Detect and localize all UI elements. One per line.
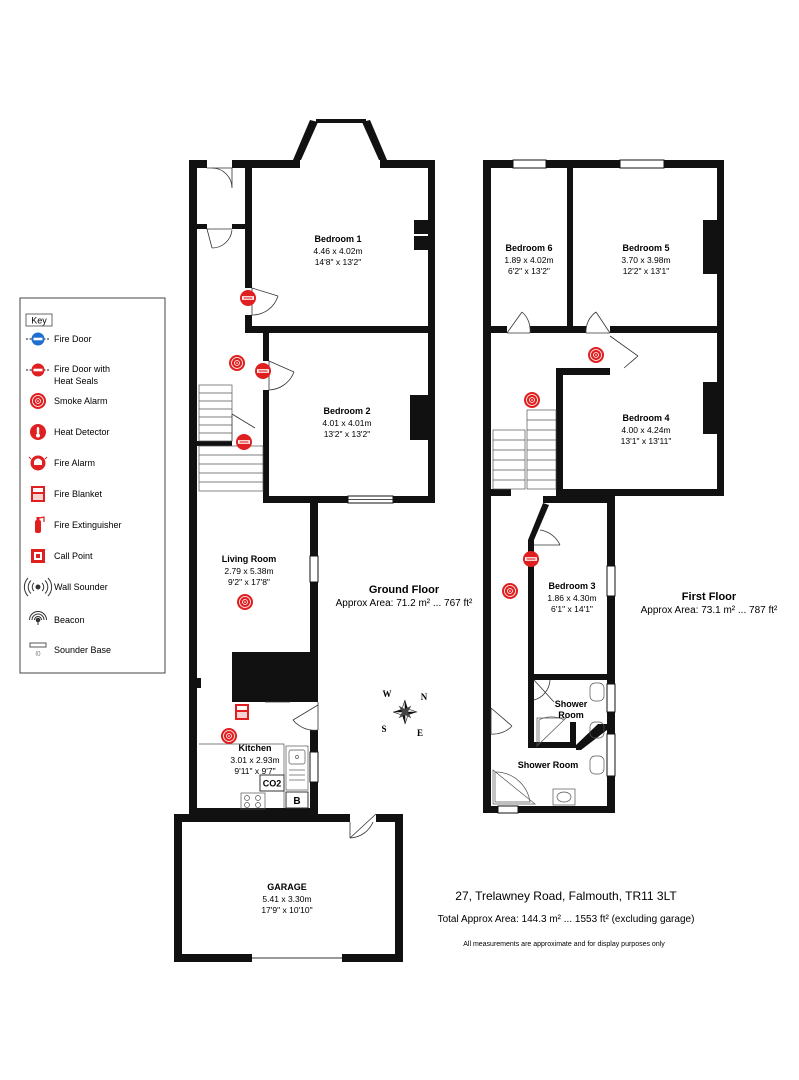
disclaimer: All measurements are approximate and for… <box>463 941 665 948</box>
smoke-alarm-icon <box>29 392 47 410</box>
first-floor-area: Approx Area: 73.1 m² ... 787 ft² <box>641 605 778 616</box>
co2-label: CO2 <box>263 779 282 789</box>
sounder-base-icon: (() <box>29 642 47 657</box>
living-smoke-alarm-icon <box>236 593 254 611</box>
bedroom3-name: Bedroom 3 <box>548 581 595 591</box>
svg-text:((): (() <box>36 651 41 657</box>
garage-imperial: 17'9" x 10'10" <box>261 905 312 915</box>
compass-e: E <box>417 728 423 738</box>
first-floor-plan <box>483 159 724 814</box>
key-label-heat-detector: Heat Detector <box>54 427 110 437</box>
key-title: Key <box>31 316 47 326</box>
compass-w: W <box>383 689 392 699</box>
bedroom3-imperial: 6'1" x 14'1" <box>551 604 593 614</box>
first-floor-title: First Floor <box>682 591 737 603</box>
bedroom6-metric: 1.89 x 4.02m <box>504 255 553 265</box>
key-label-sounder-base: Sounder Base <box>54 645 111 655</box>
kitchen-metric: 3.01 x 2.93m <box>230 755 279 765</box>
key-label-fire-alarm: Fire Alarm <box>54 458 95 468</box>
garage-name: GARAGE <box>267 882 307 892</box>
bedroom2-metric: 4.01 x 4.01m <box>322 418 371 428</box>
key-label-fire-blanket: Fire Blanket <box>54 489 103 499</box>
bedroom2-fire-door-icon <box>255 363 271 379</box>
ground-floor-plan: CO2 B <box>174 119 435 962</box>
total-area: Total Approx Area: 144.3 m² ... 1553 ft²… <box>438 914 695 925</box>
bedroom3-metric: 1.86 x 4.30m <box>547 593 596 603</box>
bedroom5-name: Bedroom 5 <box>622 243 669 253</box>
bedroom6-name: Bedroom 6 <box>505 243 552 253</box>
key-label-call-point: Call Point <box>54 551 93 561</box>
bedroom3-fire-door-icon <box>523 551 539 567</box>
boiler-label: B <box>293 796 300 807</box>
kitchen-fire-blanket-icon <box>235 704 249 720</box>
kitchen-smoke-alarm-icon <box>220 727 238 745</box>
wall-sounder-icon <box>23 577 53 597</box>
bedroom5-metric: 3.70 x 3.98m <box>621 255 670 265</box>
stair-fire-door-icon <box>236 434 252 450</box>
key-label-fire-door-heat-seals: Fire Door with <box>54 364 110 374</box>
bedroom1-name: Bedroom 1 <box>314 234 361 244</box>
bedroom4-metric: 4.00 x 4.24m <box>621 425 670 435</box>
bedroom6-imperial: 6'2" x 13'2" <box>508 266 550 276</box>
living-room-metric: 2.79 x 5.38m <box>224 566 273 576</box>
landing-smoke-alarm-icon <box>587 346 605 364</box>
stair-smoke-alarm-icon <box>523 391 541 409</box>
bedroom5-imperial: 12'2" x 13'1" <box>623 266 670 276</box>
shower-room-1-name-2: Room <box>558 710 584 720</box>
compass-s: S <box>381 724 386 734</box>
key-label-fire-door: Fire Door <box>54 334 92 344</box>
ground-floor-area: Approx Area: 71.2 m² ... 767 ft² <box>336 598 473 609</box>
ground-floor-title: Ground Floor <box>369 584 440 596</box>
call-point-icon <box>31 549 45 563</box>
fire-alarm-icon <box>28 455 48 471</box>
bedroom2-imperial: 13'2" x 13'2" <box>324 429 371 439</box>
key-panel: Key Fire Door Fire Door with Heat Seals … <box>19 297 166 674</box>
bedroom1-imperial: 14'8" x 13'2" <box>315 257 362 267</box>
fire-extinguisher-icon <box>35 516 45 533</box>
key-label-beacon: Beacon <box>54 615 85 625</box>
heat-detector-icon <box>30 424 46 440</box>
kitchen-imperial: 9'11" x 9'7" <box>234 766 275 776</box>
fire-door-heat-seals-icon <box>26 363 50 377</box>
beacon-icon <box>29 611 47 625</box>
living-room-imperial: 9'2" x 17'8" <box>228 577 270 587</box>
first-hall-smoke-alarm-icon <box>501 582 519 600</box>
fire-door-icon <box>26 332 50 346</box>
shower-room-1-name: Shower <box>555 699 588 709</box>
garage-metric: 5.41 x 3.30m <box>262 894 311 904</box>
kitchen-name: Kitchen <box>238 743 271 753</box>
bedroom1-fire-door-icon <box>240 290 256 306</box>
fire-blanket-icon <box>31 486 45 502</box>
key-label-smoke-alarm: Smoke Alarm <box>54 396 108 406</box>
bedroom2-name: Bedroom 2 <box>323 406 370 416</box>
hall-smoke-alarm-icon <box>228 354 246 372</box>
living-room-name: Living Room <box>222 554 277 564</box>
key-label-fire-door-heat-seals-2: Heat Seals <box>54 376 99 386</box>
key-label-wall-sounder: Wall Sounder <box>54 582 108 592</box>
key-label-fire-extinguisher: Fire Extinguisher <box>54 520 122 530</box>
bedroom1-metric: 4.46 x 4.02m <box>313 246 362 256</box>
bedroom4-imperial: 13'1" x 13'11" <box>621 436 672 446</box>
compass-rose-icon <box>392 699 418 725</box>
property-address: 27, Trelawney Road, Falmouth, TR11 3LT <box>455 889 677 903</box>
compass-n: N <box>421 692 428 702</box>
shower-room-2-name: Shower Room <box>518 760 579 770</box>
bedroom4-name: Bedroom 4 <box>622 413 669 423</box>
